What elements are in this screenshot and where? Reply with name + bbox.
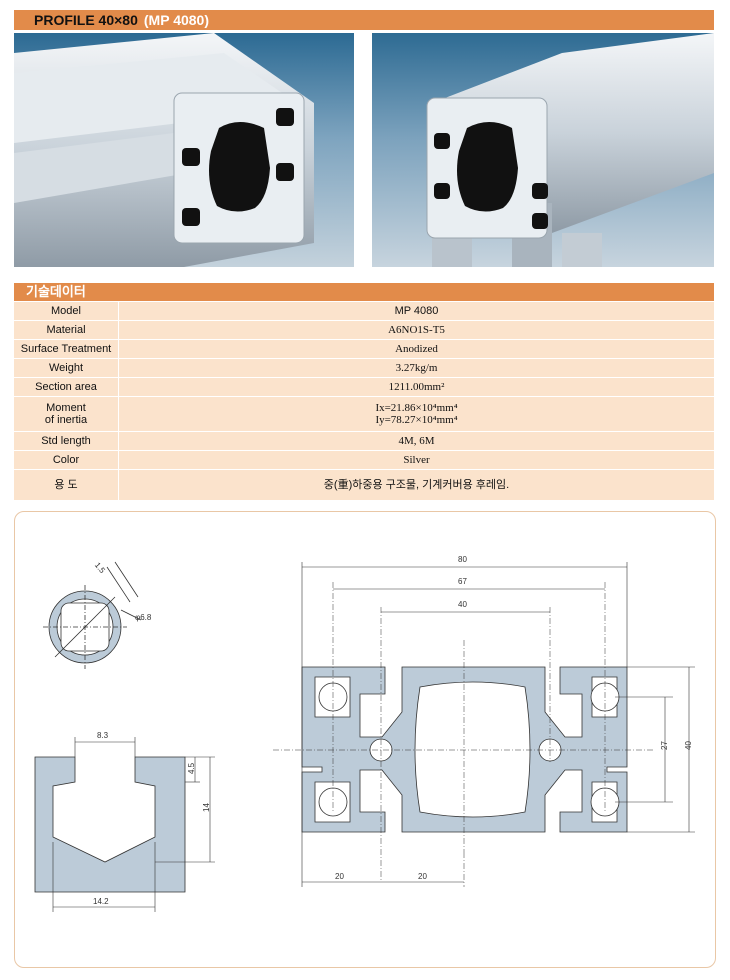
header-bar: PROFILE 40×80 (MP 4080)	[14, 10, 714, 30]
hole-detail: 1.5 φ6.8	[43, 561, 152, 669]
tech-data-bar: 기술데이터	[14, 283, 714, 301]
spec-row: Surface Treatment Anodized	[14, 340, 714, 359]
spec-value: 4M, 6M	[398, 435, 435, 447]
drawing-svg: 1.5 φ6.8 8.3 14.2 4.5 14	[34, 555, 695, 912]
slot-detail: 8.3 14.2 4.5 14	[34, 731, 215, 912]
profile-photo-left	[14, 33, 354, 267]
hole-dia-label: φ6.8	[135, 613, 152, 622]
pitch-left-label: 20	[335, 872, 344, 881]
spec-value: MP 4080	[394, 305, 439, 317]
spec-value: 중(重)하중용 구조물, 기계커버용 후레임.	[323, 479, 510, 491]
spec-row: Color Silver	[14, 451, 714, 470]
spec-value: Ix=21.86×10⁴mm⁴ Iy=78.27×10⁴mm⁴	[119, 397, 714, 431]
spec-value: Silver	[403, 454, 430, 466]
spec-label: Color	[14, 451, 119, 469]
model-code: (MP 4080)	[143, 12, 209, 28]
spec-label-line2: of inertia	[44, 414, 88, 426]
spec-label: 용 도	[14, 470, 119, 500]
spec-row: Moment of inertia Ix=21.86×10⁴mm⁴ Iy=78.…	[14, 397, 714, 432]
technical-drawing: 1.5 φ6.8 8.3 14.2 4.5 14	[14, 511, 716, 968]
section-title: 기술데이터	[26, 284, 86, 299]
spec-row: Model MP 4080	[14, 302, 714, 321]
spec-value: 3.27kg/m	[395, 362, 438, 374]
spec-row: Section area 1211.00mm²	[14, 378, 714, 397]
inner-width-label: 40	[458, 600, 467, 609]
spec-table: Model MP 4080 Material A6NO1S-T5 Surface…	[14, 302, 714, 500]
spec-row: 용 도 중(重)하중용 구조물, 기계커버용 후레임.	[14, 470, 714, 500]
slot-top-label: 8.3	[97, 731, 109, 740]
height-inner-label: 27	[660, 741, 669, 750]
spec-label: Section area	[14, 378, 119, 396]
spec-value-line2: Iy=78.27×10⁴mm⁴	[375, 414, 458, 426]
profile-title: PROFILE 40×80	[34, 12, 138, 28]
profile-photo-right	[372, 33, 714, 267]
spec-value: A6NO1S-T5	[388, 324, 445, 336]
slot-depth2-label: 14	[202, 803, 211, 812]
spec-label: Weight	[14, 359, 119, 377]
slot-bottom-label: 14.2	[93, 897, 109, 906]
spec-label: Material	[14, 321, 119, 339]
hole-wall-label: 1.5	[93, 561, 107, 576]
hole-spacing-label: 67	[458, 577, 467, 586]
height-outer-label: 40	[684, 741, 693, 750]
profile-cross-section: 80 67 40 20 20 27 40	[273, 555, 695, 887]
spec-label: Moment of inertia	[14, 397, 119, 431]
page-title: PROFILE 40×80 (MP 4080)	[34, 10, 209, 30]
spec-label-line1: Moment	[46, 402, 86, 414]
overall-width-label: 80	[458, 555, 467, 564]
spec-label: Std length	[14, 432, 119, 450]
slot-depth1-label: 4.5	[187, 762, 196, 774]
spec-label: Surface Treatment	[14, 340, 119, 358]
spec-row: Std length 4M, 6M	[14, 432, 714, 451]
pitch-mid-label: 20	[418, 872, 427, 881]
spec-value-line1: Ix=21.86×10⁴mm⁴	[375, 402, 458, 414]
spec-label: Model	[14, 302, 119, 320]
spec-value: 1211.00mm²	[388, 381, 445, 393]
spec-row: Material A6NO1S-T5	[14, 321, 714, 340]
spec-value: Anodized	[395, 343, 438, 355]
spec-row: Weight 3.27kg/m	[14, 359, 714, 378]
